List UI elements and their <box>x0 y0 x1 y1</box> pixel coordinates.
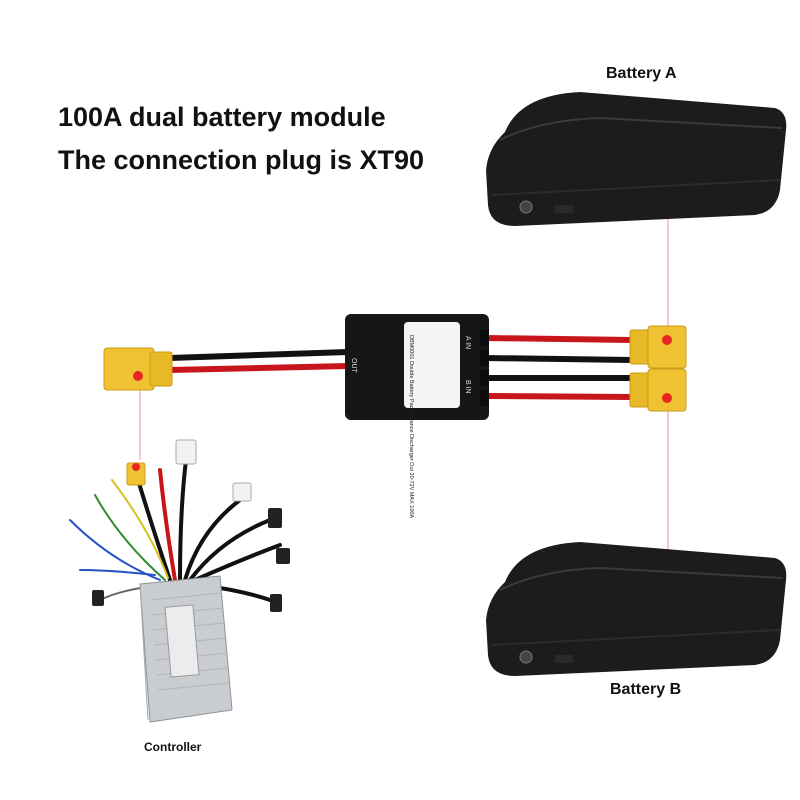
module-sticker-text: DBM0001 Double Battery Pack Balance Disc… <box>408 335 414 518</box>
headline-line-2: The connection plug is XT90 <box>58 145 425 175</box>
input-cables <box>485 335 633 400</box>
dual-battery-module: DBM0001 Double Battery Pack Balance Disc… <box>345 314 489 518</box>
controller-image <box>139 575 233 723</box>
marker-dot-input-b <box>662 393 672 403</box>
marker-dot-output <box>133 371 143 381</box>
xt90-connector-input-b <box>629 368 687 412</box>
controller-connector-2 <box>232 482 252 502</box>
controller-connector-4 <box>276 548 290 564</box>
controller-connector-1 <box>175 439 197 465</box>
battery-b-image <box>486 542 787 676</box>
module-in-a-label: A IN <box>464 336 471 349</box>
xt90-connector-input-a <box>629 325 687 369</box>
marker-dot-input-a <box>662 335 672 345</box>
controller-wiring <box>69 458 282 602</box>
controller-label: Controller <box>144 740 202 754</box>
xt90-connector-output <box>103 347 173 391</box>
output-cables <box>169 349 349 373</box>
battery-a-image <box>486 92 787 226</box>
controller-connector-3 <box>268 508 282 528</box>
controller-connector-5 <box>270 594 282 612</box>
battery-b-label: Battery B <box>610 681 682 698</box>
module-in-b-label: B IN <box>464 380 471 394</box>
module-sticker <box>404 322 460 408</box>
headline-line-1: 100A dual battery module <box>58 102 386 132</box>
controller-connector-6 <box>92 590 104 606</box>
marker-dot-controller <box>132 463 140 471</box>
battery-a-label: Battery A <box>606 65 677 82</box>
module-out-label: OUT <box>350 358 357 374</box>
